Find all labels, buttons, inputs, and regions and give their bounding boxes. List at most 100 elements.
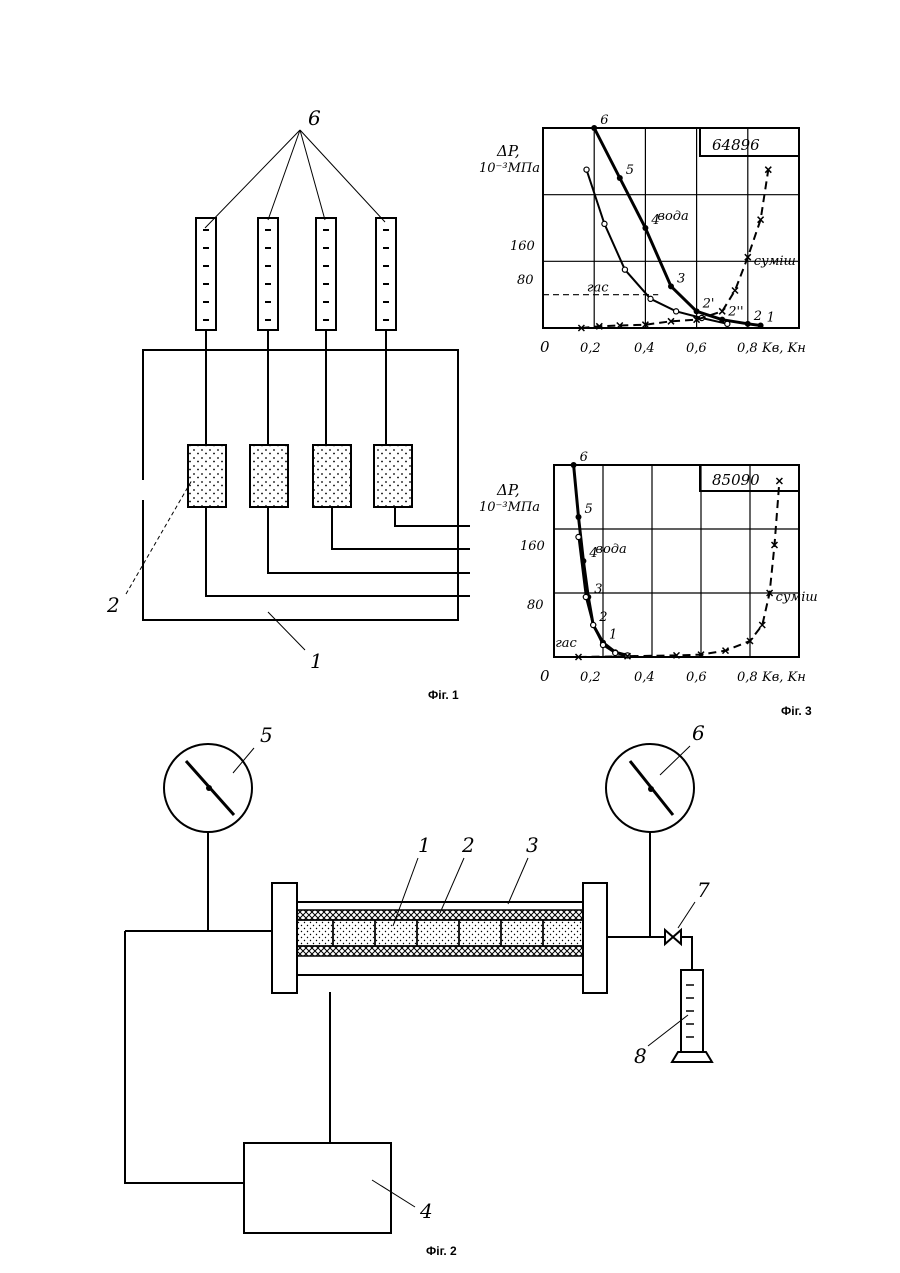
chart1-plot: водагассуміш65432'2''21: [543, 113, 799, 331]
chart-point: [719, 308, 725, 314]
fig3-caption: Фіг. 3: [781, 704, 812, 718]
chart-point: [642, 225, 648, 231]
chart1-xtick: 0,8: [737, 341, 758, 356]
chart-annotation: 6: [580, 450, 588, 465]
fig1-tube: [196, 218, 216, 330]
chart-annotation: 5: [585, 502, 593, 517]
chart1-xtick: 0,4: [634, 341, 655, 356]
chart-point: [622, 267, 627, 272]
chart-point: [576, 514, 582, 520]
fig1-tube: [316, 218, 336, 330]
chart2-ytick: 80: [527, 598, 544, 613]
fig2-label-valve: 7: [697, 878, 710, 902]
chart-point: [694, 308, 700, 314]
fig2-core: [297, 920, 583, 946]
fig1-model: [188, 445, 226, 507]
fig2-diagram: 5 6 1: [125, 721, 712, 1258]
fig2-flange-right: [583, 883, 607, 993]
measuring-cylinder-icon: [672, 970, 712, 1062]
fig2-label-sleeve: 3: [526, 833, 539, 857]
chart1-ytick: 80: [517, 273, 534, 288]
chart1-ylabel-line1: ΔP,: [496, 142, 520, 160]
chart-point: [745, 321, 751, 327]
chart-point: [776, 478, 782, 484]
chart2-title: 85090: [712, 471, 760, 489]
chart2-ylabel-line1: ΔP,: [496, 481, 520, 499]
chart-point: [648, 296, 653, 301]
chart-annotation: 2: [753, 309, 762, 324]
chart-annotation: 4: [650, 213, 659, 228]
chart-point: [576, 534, 581, 539]
chart-annotation: 1: [609, 628, 617, 643]
chart-annotation: 2': [702, 296, 715, 311]
chart-point: [668, 283, 674, 289]
fig1-caption: Фіг. 1: [428, 688, 459, 702]
chart-point: [732, 288, 738, 294]
chart2-xlabel: Kв, Kн: [761, 670, 806, 685]
chart2-ylabel-line2: 10⁻³МПа: [479, 500, 540, 515]
chart-series-label: суміш: [776, 590, 818, 605]
fig1-model: [313, 445, 351, 507]
chart1-xtick: 0,2: [580, 341, 601, 356]
chart-point: [602, 221, 607, 226]
fig1-leader: [205, 130, 300, 228]
fig1-model: [374, 445, 412, 507]
fig2-label-gauge-in: 5: [260, 723, 273, 747]
chart1-frame: [543, 128, 799, 328]
chart-point: [617, 175, 623, 181]
chart-series-line: [594, 128, 760, 326]
chart-annotation: 1: [767, 311, 775, 326]
chart-point: [584, 167, 589, 172]
fig2-wrap-bottom: [297, 946, 583, 956]
fig1-label-tubes: 6: [308, 106, 321, 130]
chart-point: [613, 650, 618, 655]
chart-series-label: вода: [657, 209, 688, 224]
chart2-ytick: 160: [520, 539, 545, 554]
fig1-diagram: 6: [106, 106, 470, 702]
chart-annotation: 2: [598, 610, 607, 625]
chart-point: [583, 594, 588, 599]
fig2-label-cylinder: 8: [634, 1044, 647, 1068]
chart2-xtick: 0,6: [686, 670, 707, 685]
chart-series-label: гас: [555, 636, 577, 651]
chart-point: [591, 622, 596, 627]
chart-series-label: суміш: [754, 254, 796, 269]
chart-point: [600, 642, 605, 647]
fig1-tube: [258, 218, 278, 330]
fig3-charts: ΔP, 10⁻³МПа водагассуміш65432'2''21 6489…: [479, 113, 818, 718]
fig1-model: [250, 445, 288, 507]
chart1-xtick: 0,6: [686, 341, 707, 356]
chart2-frame: [554, 465, 799, 657]
fig2-flange-left: [272, 883, 297, 993]
fig1-label-models: 2: [106, 593, 120, 617]
chart1-title: 64896: [712, 136, 760, 154]
chart-annotation: 4: [588, 546, 597, 561]
fig2-wrap-top: [297, 910, 583, 920]
fig1-label-chamber: 1: [310, 649, 323, 673]
chart-point: [674, 309, 679, 314]
chart-point: [725, 321, 730, 326]
chart-annotation: 3: [677, 271, 685, 286]
chart-series-label: гас: [587, 281, 609, 296]
valve-icon: [665, 930, 681, 944]
fig1-leader: [268, 130, 300, 220]
chart2-xtick: 0,8: [737, 670, 758, 685]
chart2-origin: 0: [540, 667, 550, 685]
fig2-label-pump: 4: [419, 1199, 433, 1223]
fig2-label-core: 1: [418, 833, 431, 857]
fig2-pump: [244, 1143, 391, 1233]
chart2-plot: водагассуміш654321: [554, 450, 818, 660]
chart-series-label: вода: [595, 542, 626, 557]
chart2-xtick: 0,2: [580, 670, 601, 685]
fig1-tube: [376, 218, 396, 330]
fig2-label-gauge-out: 6: [692, 721, 705, 745]
fig2-label-wrap: 2: [461, 833, 475, 857]
chart2-xtick: 0,4: [634, 670, 655, 685]
chart-point: [591, 125, 597, 131]
chart1-origin: 0: [540, 338, 550, 356]
chart-annotation: 2'': [727, 305, 743, 320]
chart1-xlabel: Kв, Kн: [761, 341, 806, 356]
chart-point: [571, 462, 577, 468]
chart-annotation: 5: [626, 163, 634, 178]
